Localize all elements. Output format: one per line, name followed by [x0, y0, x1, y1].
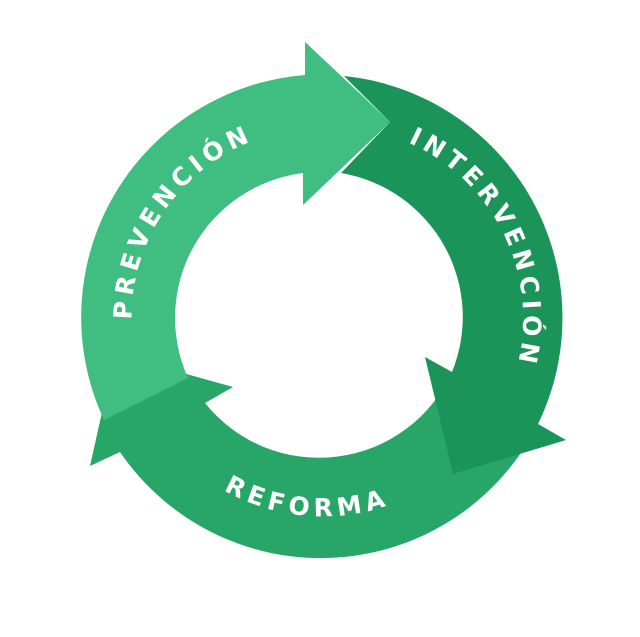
stage-intervencion-arrow	[341, 76, 566, 474]
prevencion-band	[81, 42, 390, 420]
stage-reforma-arrow	[90, 354, 538, 559]
prevencion-arrowhead	[303, 42, 390, 205]
stage-prevencion-arrow	[81, 42, 390, 420]
intervencion-band	[341, 76, 566, 474]
reforma-band	[90, 354, 538, 559]
